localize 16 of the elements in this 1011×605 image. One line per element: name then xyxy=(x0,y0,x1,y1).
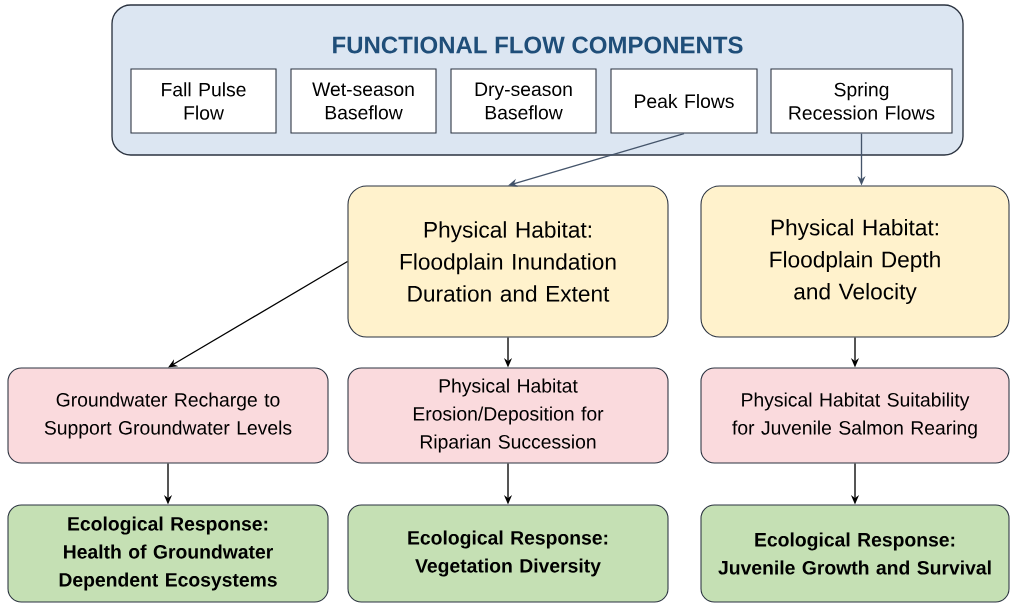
habitat-box: Physical Habitat: Floodplain Depth and Velocity xyxy=(700,185,1010,338)
response-box: Ecological Response: Juvenile Growth and Survival xyxy=(700,504,1010,603)
process-box: Physical Habitat Erosion/Deposition for Riparian Succession xyxy=(347,367,669,464)
response-box: Ecological Response: Health of Groundwater Dependent Ecosystems xyxy=(7,504,329,603)
flow-box: Dry-season Baseflow xyxy=(450,68,597,134)
process-box: Groundwater Recharge to Support Groundwater Levels xyxy=(7,367,329,464)
heading: FUNCTIONAL FLOW COMPONENTS xyxy=(333,36,743,54)
arrow xyxy=(168,260,349,368)
flow-box: Spring Recession Flows xyxy=(770,68,953,134)
flow-box: Fall Pulse Flow xyxy=(130,68,277,134)
flow-box: Wet-season Baseflow xyxy=(290,68,437,134)
arrow xyxy=(508,132,685,187)
process-box: Physical Habitat Suitability for Juvenile Salmon Rearing xyxy=(700,367,1010,464)
response-box: Ecological Response: Vegetation Diversity xyxy=(347,504,669,603)
habitat-box: Physical Habitat: Floodplain Inundation Duration and Extent xyxy=(347,185,669,338)
flow-box: Peak Flows xyxy=(610,68,758,134)
